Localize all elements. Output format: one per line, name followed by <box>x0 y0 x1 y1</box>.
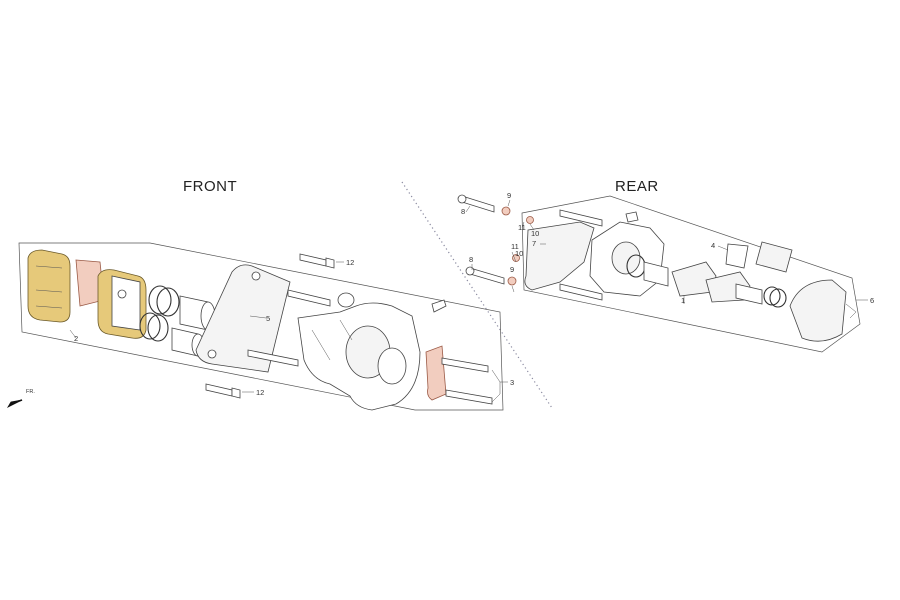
front-caliper-detail <box>311 319 353 361</box>
front-pad-hole <box>117 289 127 299</box>
leader-11-lower <box>511 251 517 263</box>
rear-piston-2 <box>735 283 763 305</box>
front-bolt-lower <box>205 383 233 397</box>
front-boot-upper <box>337 292 355 308</box>
front-bleed-valve <box>431 299 447 313</box>
leader-3 <box>491 369 508 403</box>
front-bracket-hole-2 <box>207 349 217 359</box>
front-bolt-upper-head <box>325 257 335 269</box>
forward-direction-indicator: FR. <box>6 389 35 408</box>
forward-arrow-shaft <box>9 399 23 405</box>
rear-caliper-cover <box>789 279 847 342</box>
rear-mounting-bracket <box>524 221 595 291</box>
front-seal-3 <box>139 312 161 340</box>
front-pad-left-detail <box>35 265 63 309</box>
rear-piston <box>643 261 669 287</box>
front-seal-2 <box>156 287 180 317</box>
callout-front-12-lower: 12 <box>256 388 264 397</box>
callout-rear-6: 6 <box>870 296 874 305</box>
callout-front-12-upper: 12 <box>346 258 354 267</box>
callout-front-3: 3 <box>510 378 514 387</box>
callout-rear-8-upper: 8 <box>461 207 465 216</box>
front-pad-right-backing <box>111 275 141 331</box>
front-caliper-body <box>297 299 447 411</box>
front-bracket-hole-1 <box>251 271 261 281</box>
front-slide-pin-upper <box>287 289 331 307</box>
leader-10-upper <box>529 223 535 231</box>
rear-assembly-outline <box>521 195 861 353</box>
front-bolt-upper <box>299 253 327 267</box>
rear-section-title: REAR <box>615 178 659 195</box>
rear-bolt-lower <box>469 267 505 285</box>
rear-cover-clip <box>845 303 857 319</box>
leader-11-upper <box>521 221 525 229</box>
rear-bolt-lower-head <box>465 266 475 276</box>
rear-pad-spring <box>725 243 749 269</box>
leader-9-lower <box>511 285 515 293</box>
front-seal-1 <box>148 285 172 315</box>
callout-rear-9-lower: 9 <box>510 265 514 274</box>
leader-4 <box>717 245 729 251</box>
callout-rear-11-lower: 11 <box>511 242 519 251</box>
front-slide-pin-lower <box>247 349 299 367</box>
callout-rear-10-lower: 10 <box>515 249 523 258</box>
leader-2 <box>69 329 77 339</box>
rear-seal-2 <box>763 286 781 306</box>
front-pad-spring <box>425 345 447 401</box>
front-mounting-bracket <box>195 264 291 373</box>
callout-rear-9-upper: 9 <box>507 191 511 200</box>
front-caliper-group: 2 5 12 12 3 <box>18 242 514 411</box>
front-assembly-outline <box>18 242 504 411</box>
callout-front-2: 2 <box>74 334 78 343</box>
callout-rear-4: 4 <box>711 241 715 250</box>
rear-seal-3 <box>769 288 787 308</box>
rear-bolt-upper <box>461 195 495 213</box>
front-caliper-bore-2 <box>377 347 407 385</box>
rear-caliper-group: 8 9 11 10 7 11 10 8 9 4 1 6 <box>457 191 874 353</box>
callout-rear-7: 7 <box>532 239 536 248</box>
front-bolt-lower-head <box>231 387 241 399</box>
rear-bleed-valve <box>625 211 639 223</box>
callout-rear-11-upper: 11 <box>518 223 526 232</box>
leader-5 <box>249 315 267 319</box>
rear-bolt-upper-head <box>457 194 467 204</box>
front-brake-pads <box>27 249 147 339</box>
rear-washer-upper <box>501 206 511 216</box>
section-divider <box>401 181 553 409</box>
leader-8-upper <box>465 205 471 213</box>
callout-rear-10-upper: 10 <box>531 229 539 238</box>
rear-slide-pin-upper <box>559 209 603 227</box>
front-seal-4 <box>147 314 169 342</box>
rear-washer-mid-upper <box>526 216 534 224</box>
forward-label: FR. <box>26 389 35 395</box>
callout-rear-8-lower: 8 <box>469 255 473 264</box>
rear-caliper-bore <box>611 241 641 275</box>
rear-pad-plate <box>755 241 793 273</box>
front-pad-pin-upper <box>441 357 489 373</box>
front-section-title: FRONT <box>183 178 237 195</box>
callout-front-5: 5 <box>266 314 270 323</box>
rear-slide-pin-lower <box>559 283 603 301</box>
rear-washer-lower <box>507 276 517 286</box>
leader-9-upper <box>507 199 511 207</box>
callout-rear-1: 1 <box>681 296 685 305</box>
front-pad-pin-lower <box>445 389 493 405</box>
front-pad-left <box>27 249 71 323</box>
